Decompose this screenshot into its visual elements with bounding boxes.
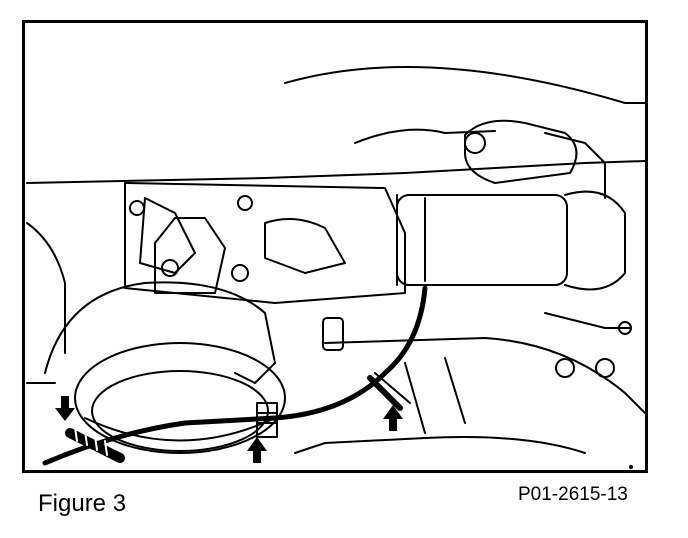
figure-frame	[22, 20, 648, 473]
arrow-marker-icon	[383, 405, 403, 431]
figure-caption: Figure 3	[38, 490, 127, 517]
arrow-marker-icon	[55, 396, 75, 421]
engine-illustration	[26, 66, 645, 469]
figure-reference-code: P01-2615-13	[518, 484, 628, 505]
arrow-marker-icon	[247, 437, 267, 463]
